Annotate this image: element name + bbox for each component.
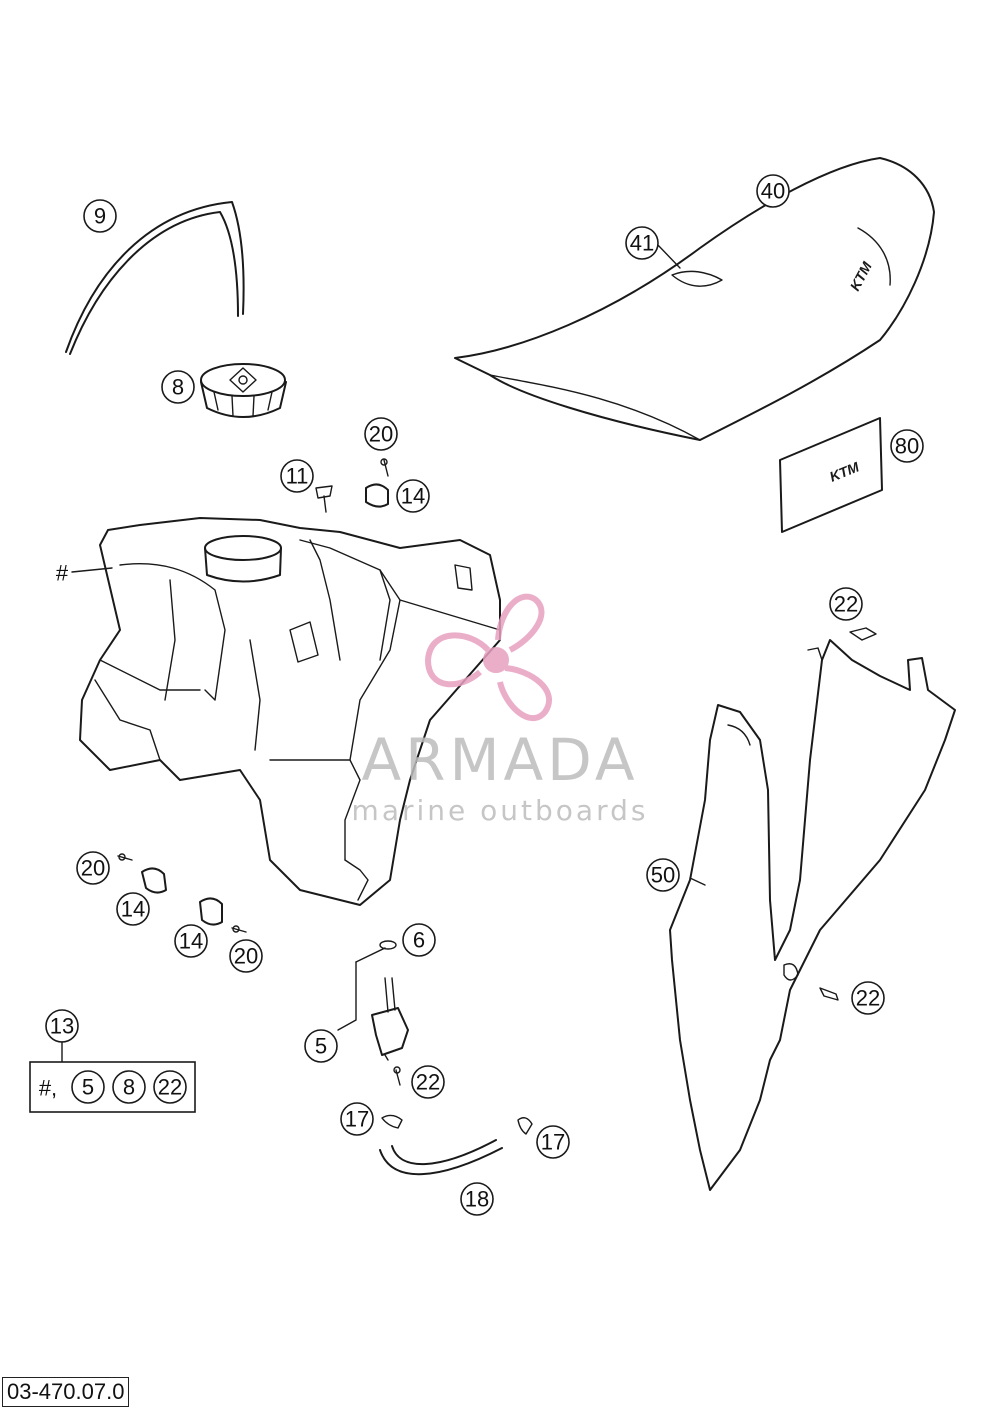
callout-80: 80 (895, 434, 919, 459)
part-8-fuel-cap (200, 363, 287, 418)
callout-5: 5 (315, 1034, 327, 1059)
callout-13: 13 (50, 1014, 74, 1039)
callout-22c-circle (411, 1065, 445, 1099)
callout-22c: 22 (416, 1070, 440, 1095)
callout-17b-circle (536, 1125, 570, 1159)
callout-6-circle (402, 923, 436, 957)
callout-22b-circle (851, 981, 885, 1015)
callout-6: 6 (413, 928, 425, 953)
callout-hash: # (56, 561, 69, 586)
callout-20a-circle (364, 417, 398, 451)
callout-22a: 22 (834, 592, 858, 617)
callout-50: 50 (651, 863, 675, 888)
callout-9-circle (83, 199, 117, 233)
callout-17b: 17 (541, 1130, 565, 1155)
decal-brand-mark: KTM (827, 458, 861, 484)
callout-20c: 20 (234, 944, 258, 969)
propeller-logo (424, 593, 552, 721)
kit-13-box: #, 5 8 22 (29, 1061, 196, 1113)
part-80-decal: KTM (779, 417, 883, 533)
callout-20c-circle (229, 939, 263, 973)
part-9-hose (65, 201, 245, 355)
seat-brand-mark: KTM (847, 259, 876, 294)
callout-14c: 14 (179, 929, 203, 954)
callout-80-circle (890, 429, 924, 463)
callout-20a: 20 (369, 422, 393, 447)
callout-40: 40 (761, 179, 785, 204)
callout-22a-circle (829, 587, 863, 621)
callout-5-circle (304, 1029, 338, 1063)
callout-17a-circle (340, 1102, 374, 1136)
callout-8-circle (161, 370, 195, 404)
armada-watermark: ARMADA marine outboards (352, 593, 649, 827)
top-hardware (315, 458, 389, 513)
callout-14b-circle (116, 892, 150, 926)
callout-14a: 14 (401, 484, 425, 509)
callout-18: 18 (465, 1187, 489, 1212)
part-hash-fuel-tank (71, 517, 501, 906)
part-41-seat-tab (655, 242, 681, 269)
callout-41: 41 (630, 231, 654, 256)
callout-9: 9 (94, 204, 106, 229)
watermark-subtitle: marine outboards (352, 794, 649, 827)
callout-14b: 14 (121, 897, 145, 922)
callouts: 9 8 40 41 80 20 11 14 # 22 50 22 20 14 1… (45, 174, 924, 1216)
callout-41-circle (625, 226, 659, 260)
callout-17a: 17 (345, 1107, 369, 1132)
part-50-side-panel (669, 627, 956, 1191)
part-18-fuel-hose (379, 1114, 533, 1176)
drawing-code: 03-470.07.0 (2, 1377, 130, 1407)
kit-item-8: 8 (123, 1075, 135, 1100)
kit-item-22: 22 (158, 1075, 182, 1100)
callout-50-circle (646, 858, 680, 892)
watermark-title: ARMADA (361, 726, 638, 794)
callout-14c-circle (174, 924, 208, 958)
part-40-seat: KTM (454, 157, 935, 441)
callout-22b: 22 (856, 986, 880, 1011)
callout-40-circle (756, 174, 790, 208)
kit-prefix: #, (39, 1076, 57, 1101)
part-5-fuel-tap (337, 940, 409, 1086)
callout-20b-circle (76, 851, 110, 885)
lower-left-hardware (117, 853, 247, 933)
callout-11-circle (280, 459, 314, 493)
callout-14a-circle (396, 479, 430, 513)
callout-8: 8 (172, 375, 184, 400)
callout-18-circle (460, 1182, 494, 1216)
kit-item-5: 5 (82, 1075, 94, 1100)
callout-20b: 20 (81, 856, 105, 881)
callout-11: 11 (286, 464, 309, 489)
